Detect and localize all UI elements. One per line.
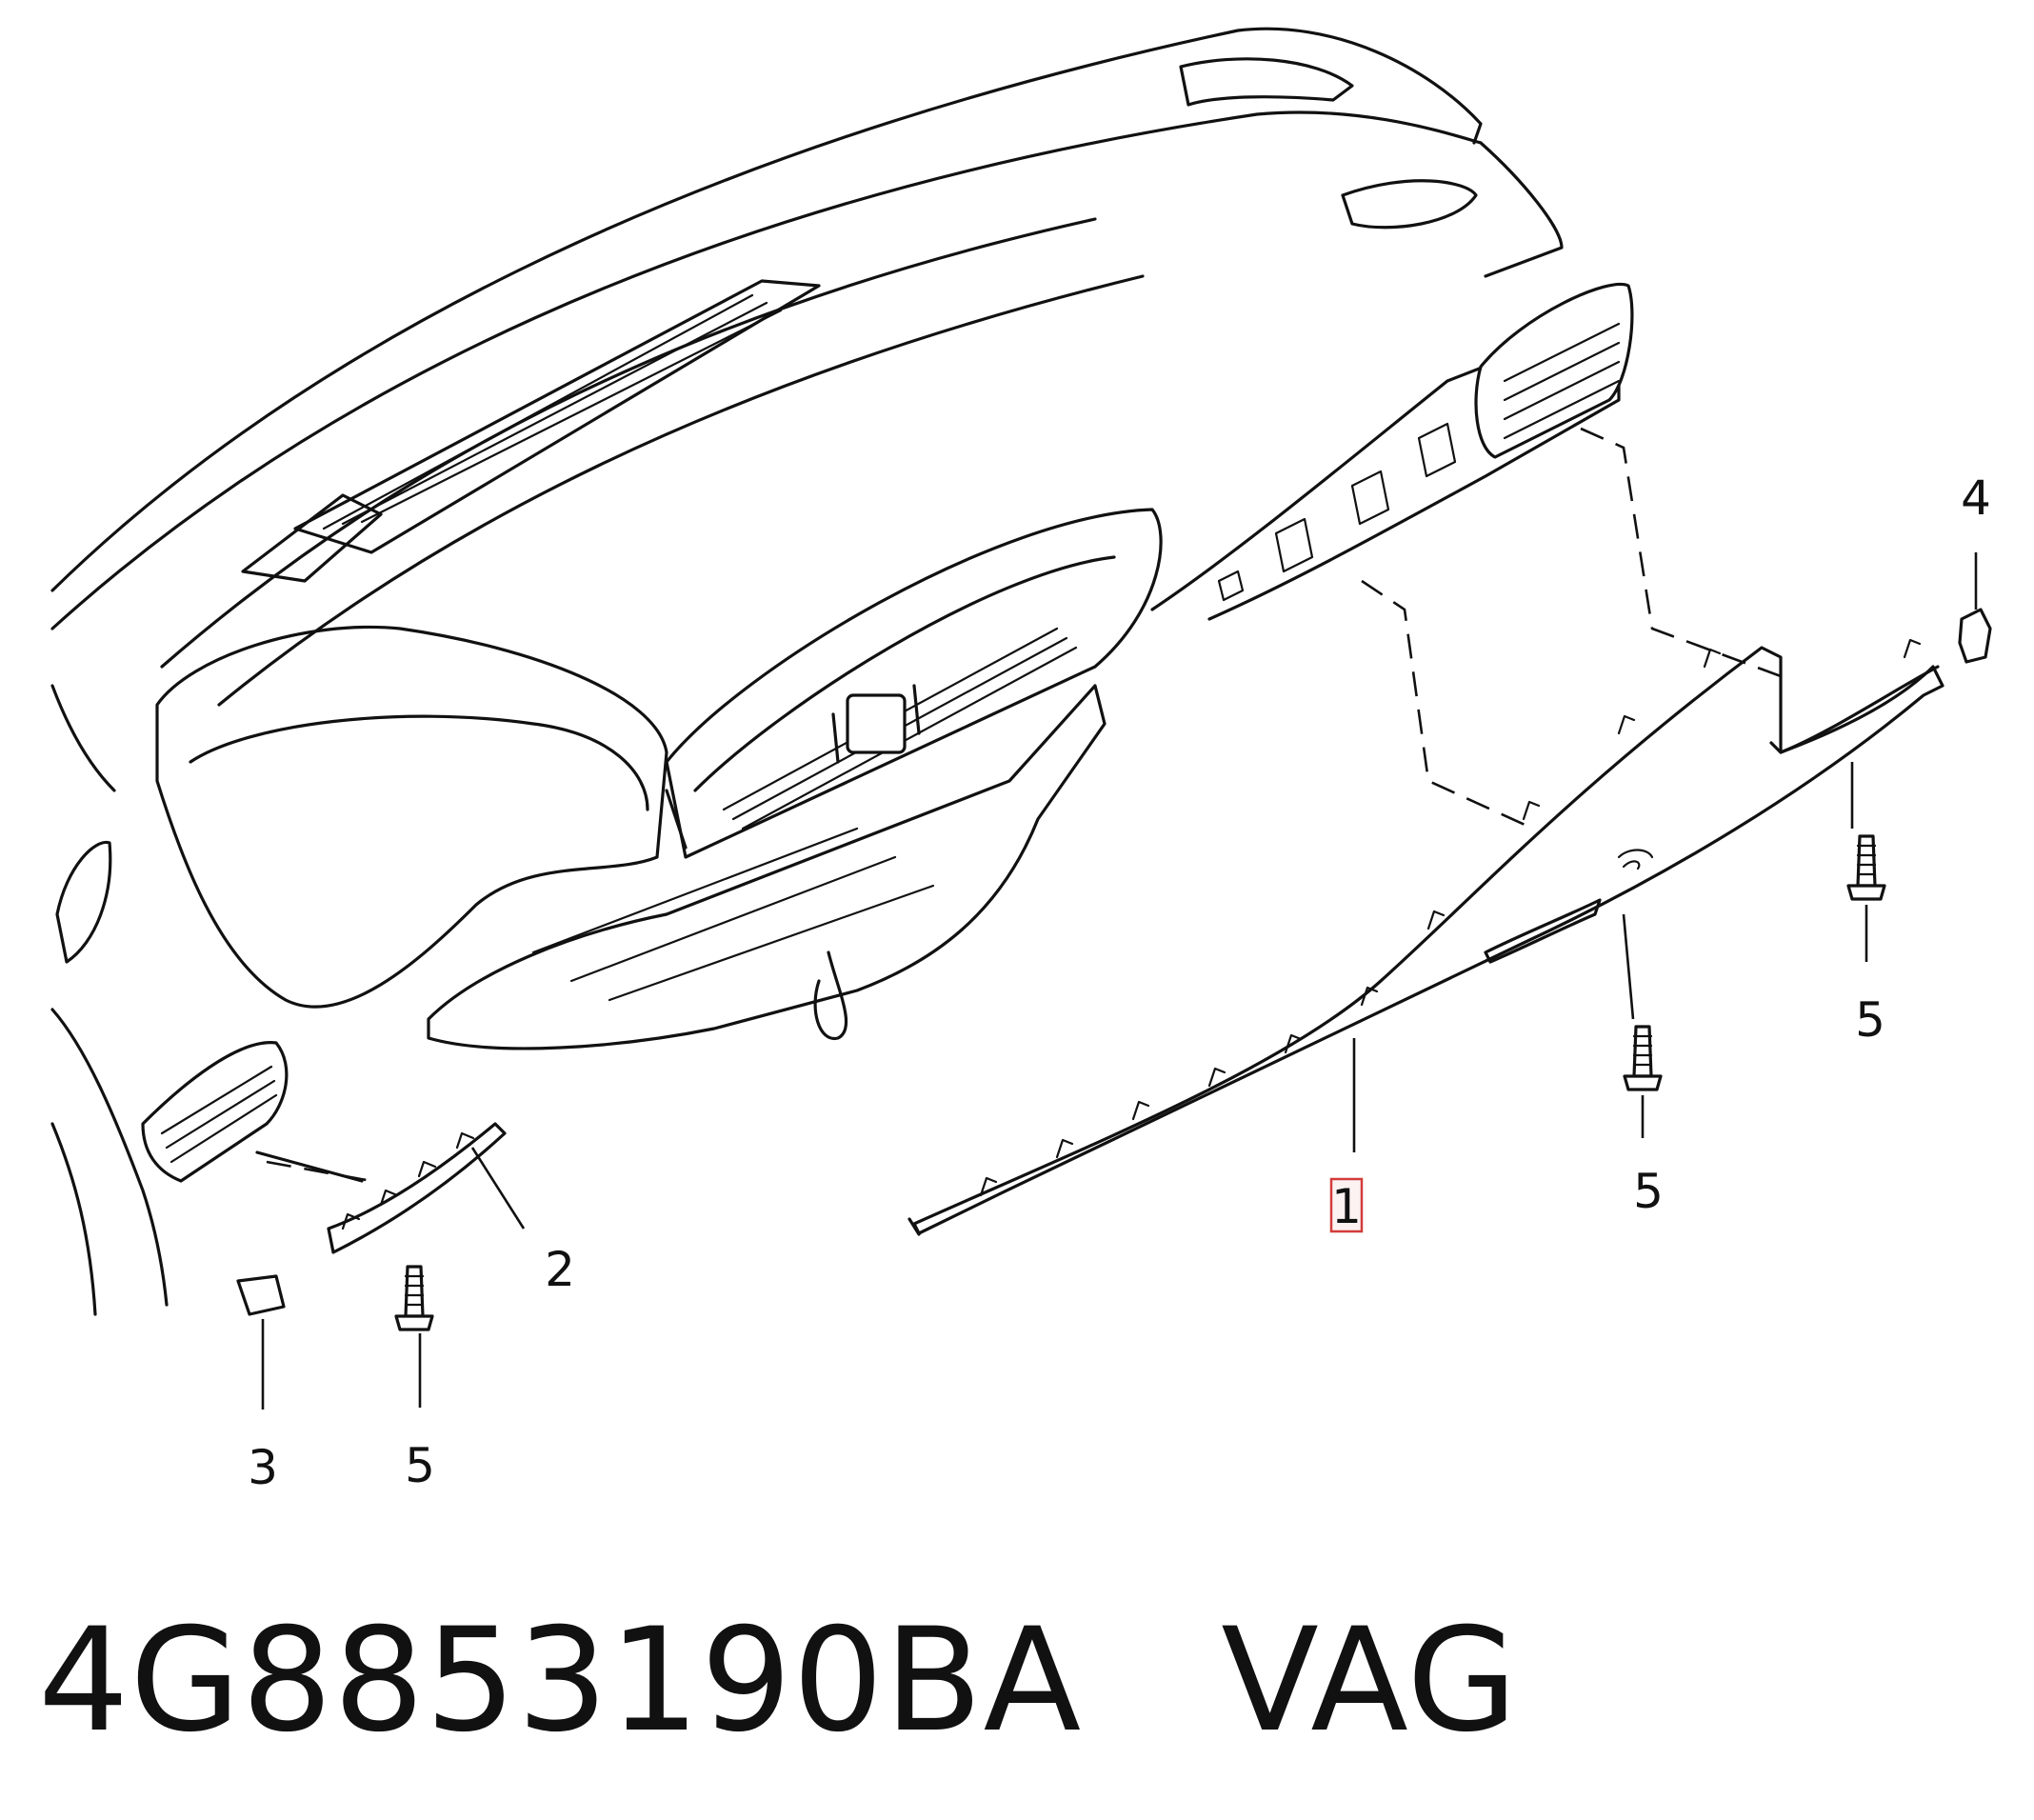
brand-label: VAG xyxy=(1221,1598,1519,1764)
callout-1[interactable]: 1 xyxy=(1331,1179,1362,1234)
callout-5-left[interactable]: 5 xyxy=(405,1438,435,1493)
callout-5-center[interactable]: 5 xyxy=(1633,1164,1664,1219)
callout-3[interactable]: 3 xyxy=(248,1440,278,1495)
clip-part-3 xyxy=(236,1274,286,1316)
assembly-dash-lines xyxy=(266,427,1782,1183)
part-number-caption: 4G8853190BA VAG xyxy=(38,1610,1519,1752)
callout-2[interactable]: 2 xyxy=(545,1242,575,1297)
screw-part-5-right xyxy=(1846,834,1886,901)
trim-panel-part-2 xyxy=(327,1122,507,1254)
trim-panel-part-1 xyxy=(907,638,1944,1236)
screw-part-5-center xyxy=(1623,1025,1663,1091)
callout-4[interactable]: 4 xyxy=(1961,470,1991,526)
clip-part-4 xyxy=(1958,608,1992,664)
part-number: 4G8853190BA xyxy=(38,1598,1083,1764)
dashboard-illustration xyxy=(50,27,1634,1316)
leader-lines xyxy=(261,552,1978,1410)
screw-part-5-left xyxy=(394,1265,434,1331)
callout-5-right[interactable]: 5 xyxy=(1855,992,1885,1048)
callout-labels: 1 2 3 5 4 5 5 xyxy=(248,470,1991,1495)
callout-1-highlight xyxy=(1329,1177,1364,1233)
